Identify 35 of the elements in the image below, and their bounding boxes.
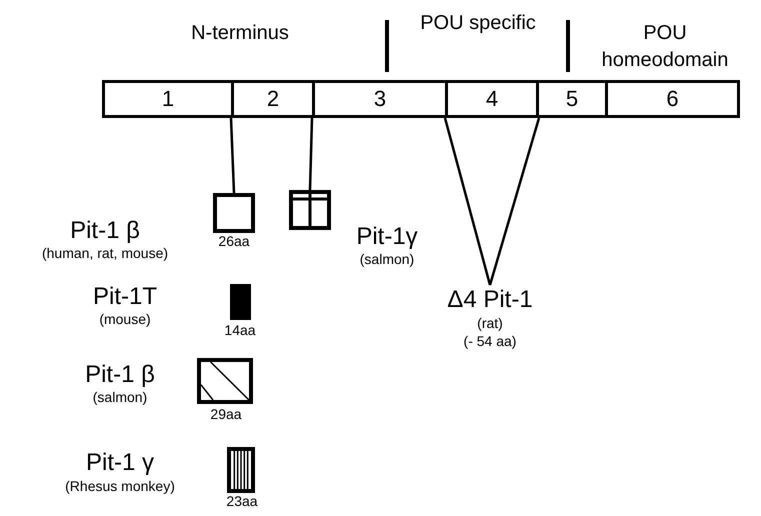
species-note: (mouse): [99, 312, 151, 328]
variant-name: Pit-1γ: [356, 224, 418, 250]
length-label: 23aa: [226, 494, 258, 510]
variant-name: Pit-1 β: [70, 218, 140, 244]
insert-box: [289, 190, 331, 230]
insert-box: [227, 447, 255, 493]
deletion-line: [444, 118, 492, 286]
length-label: 29aa: [210, 407, 242, 422]
insert-box: [197, 358, 253, 404]
variant-name: Pit-1T: [93, 284, 157, 310]
exon-box: 4: [445, 80, 539, 118]
deletion-line: [488, 118, 540, 286]
species-note: (salmon): [360, 252, 414, 268]
insertion-line: [230, 118, 236, 194]
length-label: 26aa: [218, 234, 250, 250]
exon-box: 2: [231, 80, 315, 118]
exon-box: 5: [536, 80, 608, 118]
insert-box: [213, 193, 255, 233]
variant-name: Pit-1 γ: [86, 450, 154, 476]
variant-name: Δ4 Pit-1: [446, 285, 534, 315]
domain-label: POU specific: [419, 11, 537, 36]
exon-box: 6: [605, 80, 740, 118]
insertion-line: [308, 118, 314, 190]
exon-box: 1: [102, 80, 234, 118]
n-terminus-label: N-terminus: [190, 21, 290, 46]
variant-note: (rat): [476, 315, 504, 332]
exon-box: 3: [312, 80, 448, 118]
insert-bar: [230, 284, 251, 320]
species-note: (human, rat, mouse): [42, 246, 168, 262]
species-note: (Rhesus monkey): [65, 479, 175, 494]
domain-label: POU homeodomain: [600, 21, 730, 73]
species-note: (salmon): [92, 390, 148, 406]
variant-name: Pit-1 β: [85, 362, 155, 388]
length-label: 14aa: [224, 323, 256, 338]
variant-note: (- 54 aa): [462, 332, 518, 350]
